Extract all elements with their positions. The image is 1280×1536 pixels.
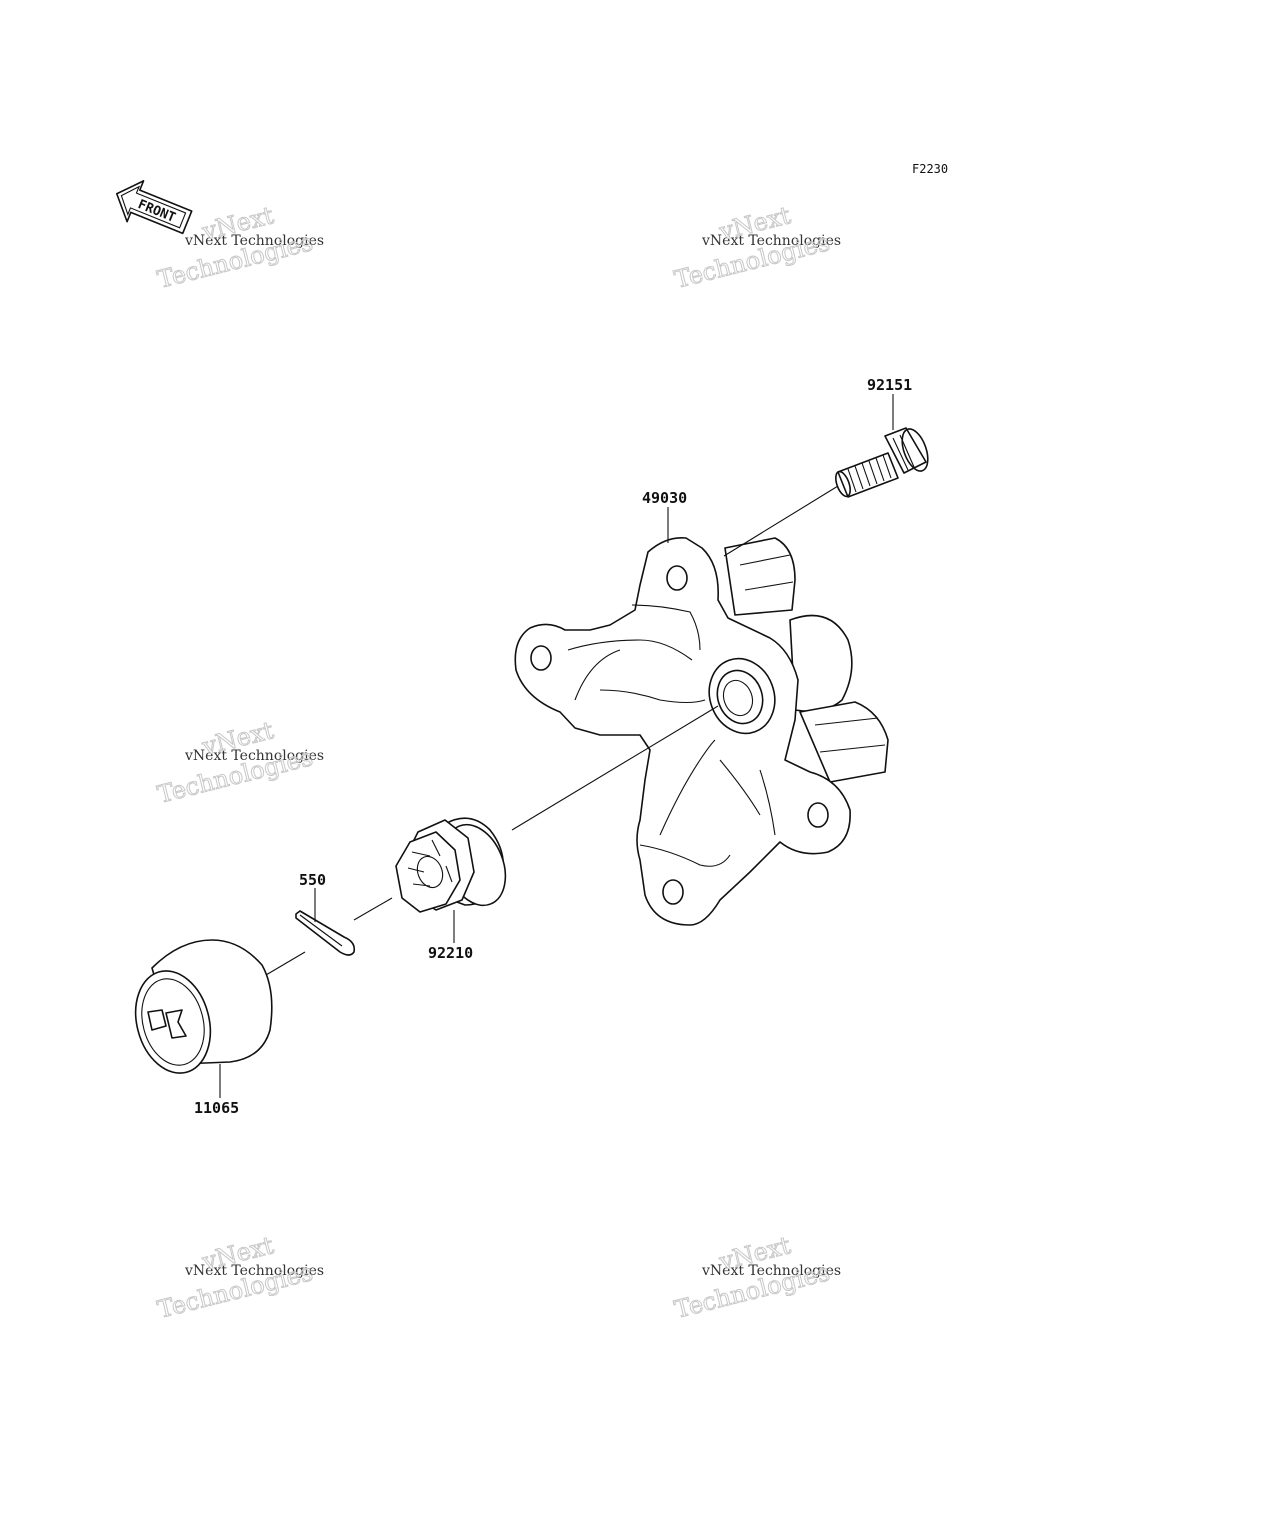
callout-11065: 11065: [194, 1064, 239, 1117]
callout-92151: 92151: [867, 376, 912, 430]
part-number-49030: 49030: [642, 489, 687, 507]
emblem-icon: [147, 1009, 187, 1039]
cotter-pin-part: [295, 910, 356, 956]
callout-550: 550: [299, 871, 326, 922]
callout-92210: 92210: [428, 910, 473, 962]
svg-text:vNext Technologies: vNext Technologies: [701, 233, 841, 249]
stud-bolt-part: [835, 427, 929, 498]
watermark-top-right: vNext Technologies vNext Technologies: [671, 201, 841, 295]
figure-code: F2230: [912, 162, 948, 176]
watermark-top-left: vNext Technologies vNext Technologies: [154, 201, 324, 295]
part-number-11065: 11065: [194, 1099, 239, 1117]
watermark-bottom-right: vNext Technologies vNext Technologies: [671, 1231, 841, 1325]
assembly-centerlines: [265, 485, 839, 976]
part-number-92210: 92210: [428, 944, 473, 962]
watermark-bottom-left: vNext Technologies vNext Technologies: [154, 1231, 324, 1325]
front-arrow-icon: FRONT: [115, 180, 193, 235]
svg-text:vNext Technologies: vNext Technologies: [701, 1263, 841, 1279]
svg-text:vNext Technologies: vNext Technologies: [184, 233, 324, 249]
callout-49030: 49030: [642, 489, 687, 543]
part-number-92151: 92151: [867, 376, 912, 394]
watermark-mid-left: vNext Technologies vNext Technologies: [154, 716, 324, 810]
part-number-550: 550: [299, 871, 326, 889]
hub-cap-part: [134, 939, 273, 1074]
castle-nut-part: [395, 817, 507, 913]
hub-part: [514, 536, 889, 926]
svg-text:vNext Technologies: vNext Technologies: [184, 748, 324, 764]
svg-text:vNext Technologies: vNext Technologies: [184, 1263, 324, 1279]
